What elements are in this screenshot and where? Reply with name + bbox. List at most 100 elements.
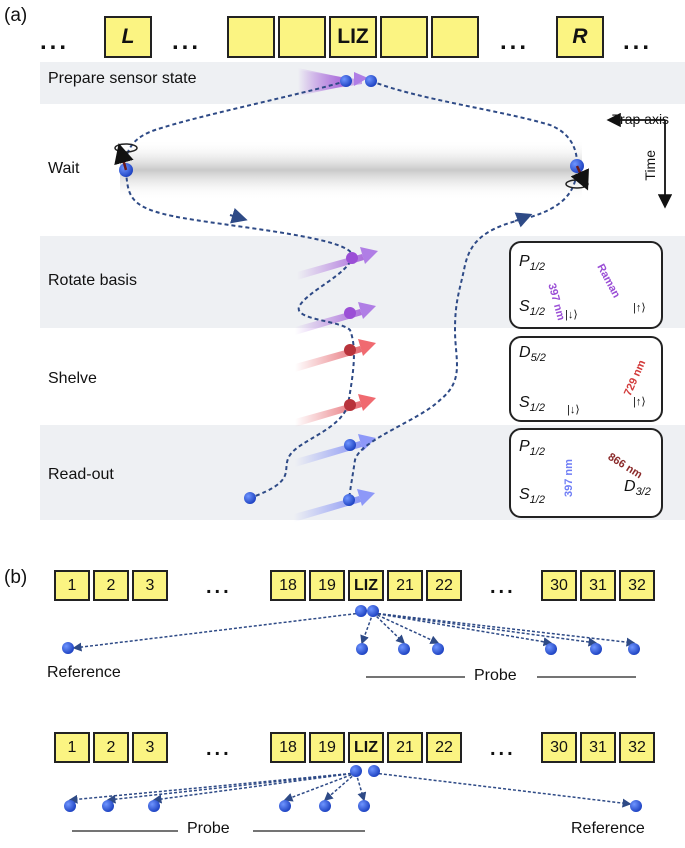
trap-tube	[120, 140, 582, 200]
ket-up: |↑⟩	[633, 396, 646, 408]
ellipsis: ...	[623, 28, 653, 55]
ellipsis: ...	[206, 738, 232, 760]
laser-beam-head	[357, 489, 375, 506]
trap-segment: 18	[270, 732, 306, 763]
ket-down: |↓⟩	[565, 309, 578, 321]
trap-segment: 2	[93, 732, 129, 763]
stage-band-prepare	[40, 62, 685, 104]
ion-trajectory-right	[348, 80, 579, 501]
stage-label-readout: Read-out	[48, 466, 114, 483]
trap-segment: 18	[270, 570, 306, 601]
ket-up: |↑⟩	[633, 302, 646, 314]
trap-segment: 1	[54, 570, 90, 601]
ion	[279, 800, 291, 812]
ion	[590, 643, 602, 655]
laser-beam-head	[358, 394, 376, 411]
ion	[62, 642, 74, 654]
transport-arrow	[372, 612, 406, 645]
trap-segment: 1	[54, 732, 90, 763]
spin-precession	[114, 143, 589, 191]
trap-segment	[278, 16, 326, 58]
ion	[344, 439, 356, 451]
trap-segment: 19	[309, 570, 345, 601]
trap-segment: 21	[387, 732, 423, 763]
laser-beam	[298, 68, 368, 96]
transport-arrow	[323, 772, 357, 801]
ellipsis: ...	[40, 28, 70, 55]
ion	[340, 75, 352, 87]
level-label: S1/2	[519, 298, 545, 319]
trap-axis-label: Trap axis	[612, 111, 670, 127]
ion	[350, 765, 362, 777]
ion	[630, 800, 642, 812]
ellipsis: ...	[206, 576, 232, 598]
ion	[344, 307, 356, 319]
transport-arrow	[372, 612, 553, 647]
ion	[628, 643, 640, 655]
trajectory-arrow	[229, 208, 248, 224]
ket-down: |↓⟩	[567, 404, 580, 416]
ion	[343, 494, 355, 506]
trap-segment: 32	[619, 732, 655, 763]
ion	[358, 800, 370, 812]
laser-beam-head	[358, 302, 376, 319]
ellipsis: ...	[172, 28, 202, 55]
transport-arrow	[355, 772, 367, 802]
ellipsis: ...	[500, 28, 530, 55]
trap-segment: 21	[387, 570, 423, 601]
transport-arrow	[152, 772, 357, 804]
ion	[319, 800, 331, 812]
inset-readout	[509, 428, 663, 518]
ion	[367, 605, 379, 617]
trap-segment: 2	[93, 570, 129, 601]
reference-label: Reference	[571, 820, 645, 837]
level-label: P1/2	[519, 253, 545, 274]
transport-arrow	[360, 612, 374, 645]
transport-arrow	[106, 772, 357, 804]
ion	[344, 399, 356, 411]
inset-rotate-basis	[509, 241, 663, 329]
trap-segment: 19	[309, 732, 345, 763]
ellipsis: ...	[490, 576, 516, 598]
transport-arrow	[283, 772, 357, 802]
beam-label-397: 397 nm	[563, 459, 575, 497]
trap-segment	[380, 16, 428, 58]
transport-arrow	[372, 612, 636, 647]
trap-segment: 31	[580, 732, 616, 763]
trap-segment: 22	[426, 570, 462, 601]
ion	[368, 765, 380, 777]
transport-arrow	[72, 612, 362, 652]
stage-label-wait: Wait	[48, 160, 80, 177]
ion	[148, 800, 160, 812]
trap-segment: 30	[541, 732, 577, 763]
probe-label: Probe	[187, 820, 230, 837]
trap-segment: 30	[541, 570, 577, 601]
laser-beam-head	[358, 339, 376, 356]
panel-b-label: (b)	[4, 567, 28, 588]
ion	[356, 643, 368, 655]
level-label: P1/2	[519, 438, 545, 459]
ion	[64, 800, 76, 812]
transport-arrow	[372, 612, 440, 644]
trap-segment-R: R	[556, 16, 604, 58]
ion	[346, 252, 358, 264]
trap-segment: 3	[132, 570, 168, 601]
ion	[244, 492, 256, 504]
trajectory-arrow	[514, 212, 533, 228]
level-label: D3/2	[624, 478, 651, 499]
level-label: S1/2	[519, 394, 545, 415]
transport-arrow	[68, 772, 357, 804]
trap-segment-liz: LIZ	[348, 732, 384, 763]
stage-label-rotate: Rotate basis	[48, 272, 137, 289]
ion	[398, 643, 410, 655]
probe-label: Probe	[474, 667, 517, 684]
trap-segment	[431, 16, 479, 58]
laser-beam-head	[358, 434, 376, 451]
trap-segment: 22	[426, 732, 462, 763]
ion	[344, 344, 356, 356]
level-label: D5/2	[519, 344, 546, 365]
trap-segment-liz: LIZ	[348, 570, 384, 601]
panel-a-label: (a)	[4, 5, 28, 26]
stage-label-prepare: Prepare sensor state	[48, 70, 197, 87]
